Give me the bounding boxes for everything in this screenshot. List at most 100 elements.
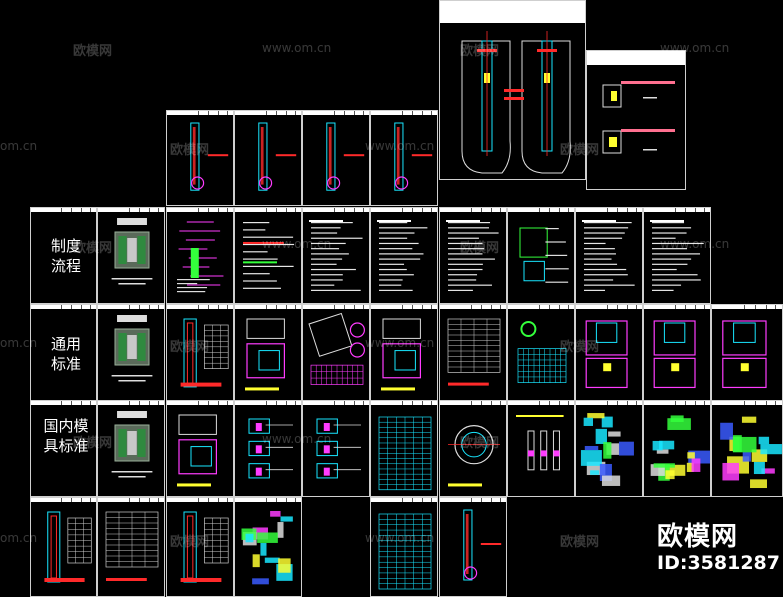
- watermark-url: www.om.cn: [262, 432, 332, 446]
- watermark-url: www.om.cn: [262, 237, 332, 251]
- drawing-sheet-r3-7[interactable]: [507, 400, 575, 497]
- drawing-sheet-r2-7[interactable]: [507, 304, 575, 401]
- sheet-title-block: [98, 401, 164, 405]
- drawing-sheet-section-1[interactable]: [166, 110, 234, 206]
- sheet-title-block: [31, 208, 96, 212]
- sheet-title-block: [576, 305, 642, 309]
- sheet-title-block: [167, 208, 233, 212]
- drawing-sheet-section-4[interactable]: [370, 110, 438, 206]
- sheet-drawing-content: [722, 320, 767, 389]
- sheet-drawing-content: [650, 220, 704, 291]
- sheet-title-block: [712, 305, 782, 309]
- sheet-title-block: [508, 305, 574, 309]
- sheet-drawing-content: [519, 227, 569, 283]
- sheet-title-block: [440, 401, 506, 405]
- drawing-sheet-r4-5[interactable]: [370, 497, 438, 597]
- watermark-url: www.om.cn: [660, 237, 730, 251]
- watermark-brand: 欧模网: [560, 143, 600, 158]
- sheet-title-block: [235, 401, 301, 405]
- sheet-drawing-content: [580, 413, 634, 486]
- drawing-sheet-r1-4[interactable]: [302, 207, 370, 304]
- drawing-sheet-r4-4[interactable]: [234, 497, 302, 597]
- sheet-drawing-content: [180, 318, 229, 388]
- drawing-sheet-r3-8[interactable]: [575, 400, 643, 497]
- drawing-sheet-r2-3[interactable]: [234, 304, 302, 401]
- drawing-sheet-section-3[interactable]: [302, 110, 370, 206]
- sheet-drawing-content: [248, 418, 293, 479]
- drawing-sheet-r2-10[interactable]: [711, 304, 783, 401]
- drawing-sheet-r3-2[interactable]: [166, 400, 234, 497]
- sheet-drawing-content: [111, 411, 153, 478]
- drawing-sheet-r1-9[interactable]: [643, 207, 711, 304]
- drawing-sheet-r3-5[interactable]: [370, 400, 438, 497]
- drawing-sheet-r2-5[interactable]: [370, 304, 438, 401]
- drawing-sheet-r3-6[interactable]: [439, 400, 507, 497]
- drawing-sheet-r3-4[interactable]: [302, 400, 370, 497]
- drawing-sheet-r3-10[interactable]: [711, 400, 783, 497]
- sheet-title-block: [98, 208, 164, 212]
- sheet-title-block: [98, 498, 164, 502]
- drawing-sheet-r2-8[interactable]: [575, 304, 643, 401]
- drawing-sheet-r4-1[interactable]: [30, 497, 97, 597]
- sheet-drawing-content: [381, 318, 422, 391]
- sheet-drawing-content: [650, 415, 710, 481]
- sheet-title-block: [576, 208, 642, 212]
- sheet-drawing-content: [241, 510, 293, 585]
- category-box-3[interactable]: [30, 400, 97, 497]
- sheet-drawing-content: [44, 511, 92, 583]
- sheet-title-block: [371, 305, 437, 309]
- sheet-title-block: [508, 208, 574, 212]
- sheet-title-block: [712, 401, 782, 405]
- drawing-sheet-r1-6[interactable]: [439, 207, 507, 304]
- sheet-drawing-content: [602, 81, 675, 154]
- drawing-sheet-r3-1[interactable]: [97, 400, 165, 497]
- drawing-sheet-r1-8[interactable]: [575, 207, 643, 304]
- drawing-sheet-r4-2[interactable]: [97, 497, 165, 597]
- drawing-sheet-r4-6[interactable]: [439, 497, 507, 597]
- sheet-drawing-content: [463, 509, 502, 581]
- watermark-url: www.om.cn: [660, 41, 730, 55]
- category-box-2[interactable]: [30, 304, 97, 401]
- drawing-sheet-r1-3[interactable]: [234, 207, 302, 304]
- sheet-title-block: [31, 305, 96, 309]
- drawing-sheet-r2-2[interactable]: [166, 304, 234, 401]
- watermark-brand: 欧模网: [460, 44, 500, 59]
- sheet-title-block: [98, 305, 164, 309]
- drawing-sheet-r2-1[interactable]: [97, 304, 165, 401]
- sheet-drawing-content: [258, 122, 297, 191]
- sheet-drawing-content: [243, 222, 295, 289]
- watermark-url: om.cn: [0, 336, 38, 350]
- watermark-brand: 欧模网: [170, 340, 210, 355]
- drawing-sheet-r1-5[interactable]: [370, 207, 438, 304]
- sheet-title-block: [371, 498, 437, 502]
- sheet-drawing-content: [448, 425, 500, 487]
- sheet-title-block: [440, 208, 506, 212]
- sheet-title-block: [644, 401, 710, 405]
- category-box-1[interactable]: [30, 207, 97, 304]
- drawing-sheet-r1-1[interactable]: [97, 207, 165, 304]
- sheet-title-block: [303, 401, 369, 405]
- drawing-sheet-r1-2[interactable]: [166, 207, 234, 304]
- watermark-url: om.cn: [0, 139, 38, 153]
- drawing-sheet-r2-4[interactable]: [302, 304, 370, 401]
- drawing-sheet-r1-7[interactable]: [507, 207, 575, 304]
- sheet-drawing-content: [446, 220, 499, 291]
- sheet-title-block: [576, 401, 642, 405]
- watermark-url: www.om.cn: [365, 336, 435, 350]
- drawing-sheet-r2-9[interactable]: [643, 304, 711, 401]
- drawing-sheet-r4-3[interactable]: [166, 497, 234, 597]
- sheet-drawing-content: [461, 31, 571, 174]
- brand-id-text: ID:3581287: [657, 552, 780, 574]
- sheet-drawing-content: [190, 122, 229, 191]
- sheet-drawing-content: [582, 220, 635, 291]
- sheet-drawing-content: [111, 315, 153, 382]
- drawing-sheet-main-section[interactable]: [439, 0, 586, 180]
- drawing-sheet-detail[interactable]: [586, 50, 686, 190]
- drawing-sheet-r3-9[interactable]: [643, 400, 711, 497]
- sheet-drawing-content: [394, 122, 433, 191]
- drawing-sheet-r3-3[interactable]: [234, 400, 302, 497]
- drawing-sheet-section-2[interactable]: [234, 110, 302, 206]
- drawing-sheet-r2-6[interactable]: [439, 304, 507, 401]
- sheet-drawing-content: [316, 418, 361, 479]
